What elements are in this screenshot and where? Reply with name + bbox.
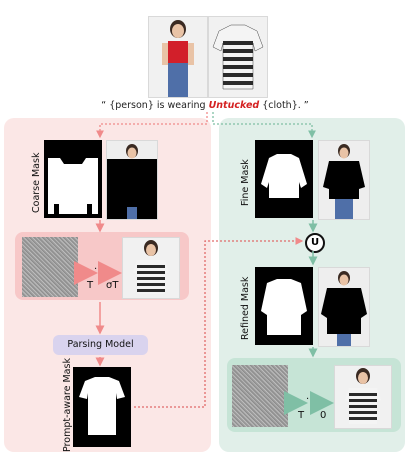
input-person-photo (148, 16, 208, 98)
coarse-masked-person (106, 140, 158, 220)
mask-to-union-arrow (134, 237, 304, 408)
prompt-highlight: Untucked (208, 100, 260, 111)
left-output-person (122, 237, 180, 299)
parsing-model-box: Parsing Model (53, 335, 148, 355)
union-icon: U (305, 233, 325, 253)
caption-to-coarse-arrow (96, 112, 208, 139)
right-step-from: T (298, 410, 305, 421)
prompt-after: {cloth}. ” (259, 100, 309, 111)
fine-masked-person (318, 140, 370, 220)
refined-masked-person (318, 267, 370, 347)
caption-to-fine-arrow (212, 112, 316, 139)
refined-mask-image (255, 267, 313, 345)
right-noisy-image (232, 365, 288, 427)
input-cloth-photo (208, 16, 268, 98)
coarse-mask-image (44, 140, 102, 218)
prompt-aware-mask-image (73, 367, 131, 447)
prompt-caption: “ {person} is wearing Untucked {cloth}. … (60, 100, 350, 111)
fine-mask-image (255, 140, 313, 218)
left-noisy-image (22, 237, 78, 297)
left-step-to: σT (106, 280, 119, 291)
prompt-before: “ {person} is wearing (101, 100, 209, 111)
left-step-from: T (87, 280, 94, 291)
right-output-person (334, 365, 392, 429)
right-step-to: 0 (320, 410, 327, 421)
